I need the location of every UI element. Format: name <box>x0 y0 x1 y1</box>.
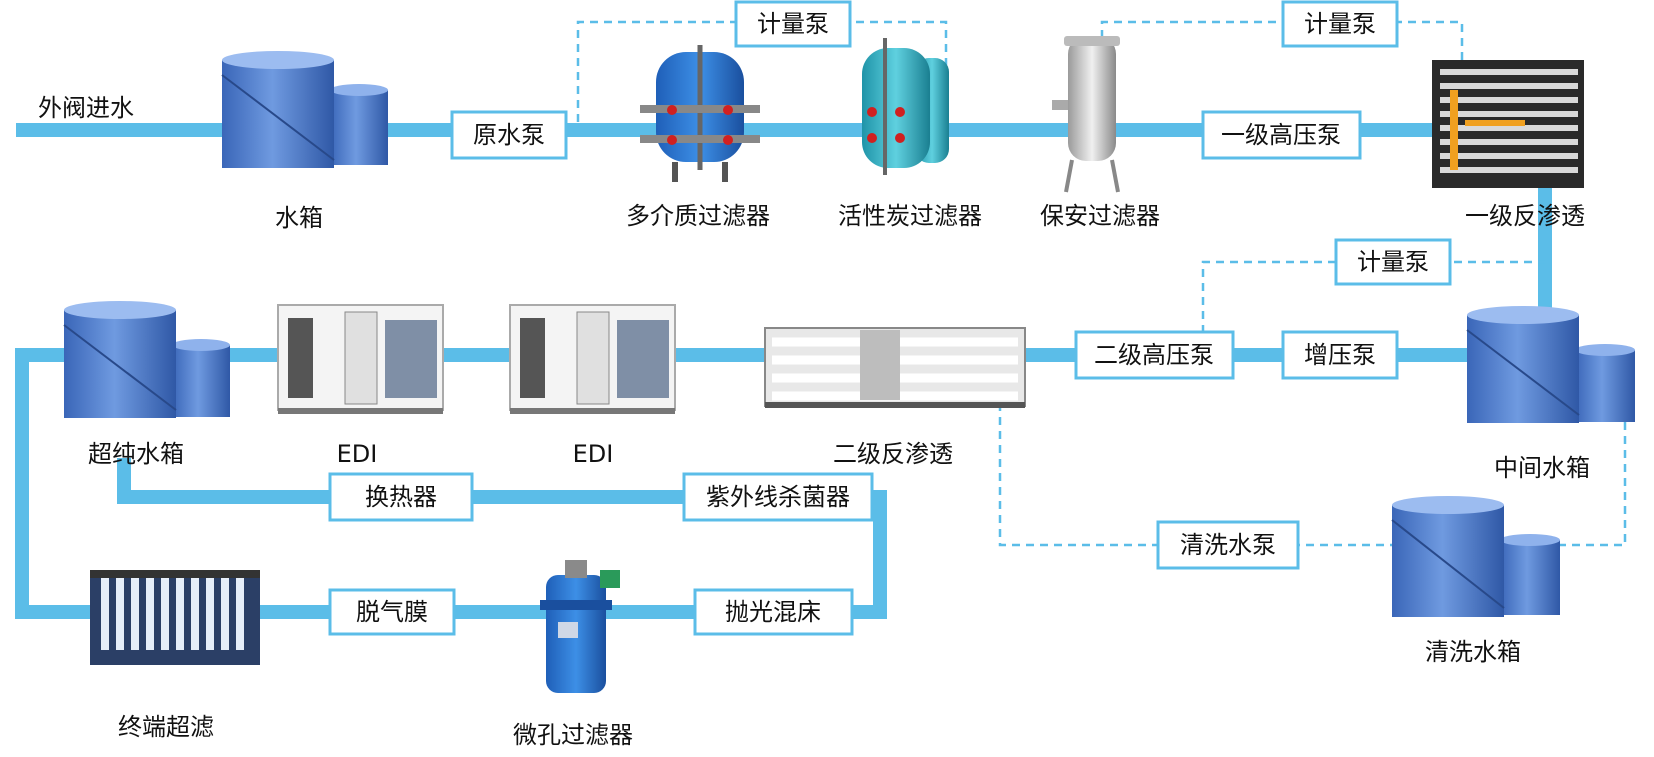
dosing-pump-2-label: 计量泵 <box>1304 10 1376 38</box>
dosing-pump-1-label: 计量泵 <box>757 10 829 38</box>
security-filter-icon <box>1052 36 1120 193</box>
box-dosing-pump-1: 计量泵 <box>734 0 852 48</box>
uv-sterilizer-label: 紫外线杀菌器 <box>706 483 850 511</box>
terminal-uf-label: 终端超滤 <box>118 713 214 741</box>
ro2-label: 二级反渗透 <box>833 440 953 468</box>
security-filter-label: 保安过滤器 <box>1040 202 1160 230</box>
box-hp-pump-1: 一级高压泵 <box>1201 110 1362 160</box>
inlet-label: 外阀进水 <box>38 94 134 122</box>
box-dosing-pump-2: 计量泵 <box>1281 0 1399 48</box>
carbon-filter-icon <box>862 38 949 175</box>
cleaning-loop <box>998 370 1627 547</box>
micro-filter-icon <box>540 560 620 693</box>
water-tank-icon <box>221 51 388 168</box>
pipe-row1 <box>16 123 1552 362</box>
mid-tank-label: 中间水箱 <box>1494 454 1590 482</box>
raw-pump-label: 原水泵 <box>473 121 545 149</box>
mid-tank-icon <box>1466 306 1635 423</box>
pipes <box>15 123 1552 619</box>
water-tank-label: 水箱 <box>275 204 323 232</box>
clean-tank-icon <box>1391 496 1560 617</box>
box-dosing-pump-3: 计量泵 <box>1334 238 1452 286</box>
edi2-label: EDI <box>573 440 614 468</box>
hp-pump-2-label: 二级高压泵 <box>1094 341 1214 369</box>
box-booster-pump: 增压泵 <box>1281 330 1399 380</box>
micro-filter-label: 微孔过滤器 <box>513 721 633 749</box>
heat-exchanger-label: 换热器 <box>365 483 437 511</box>
carbon-filter-label: 活性炭过滤器 <box>838 202 982 230</box>
box-heat-exchanger: 换热器 <box>328 472 474 522</box>
ro2-unit-icon <box>764 327 1026 408</box>
polish-bed-label: 抛光混床 <box>725 598 821 626</box>
dosing-pump-3-label: 计量泵 <box>1357 248 1429 276</box>
pipe-row2 <box>15 348 1000 619</box>
edi2-unit-icon <box>509 304 676 414</box>
ultrapure-tank-label: 超纯水箱 <box>88 440 184 468</box>
edi1-label: EDI <box>337 440 378 468</box>
ro1-unit-icon <box>1432 60 1584 188</box>
clean-tank-label: 清洗水箱 <box>1425 638 1521 666</box>
box-uv-sterilizer: 紫外线杀菌器 <box>682 472 874 522</box>
multi-media-filter-icon <box>640 45 760 182</box>
ro1-label: 一级反渗透 <box>1465 202 1585 230</box>
degas-membrane-label: 脱气膜 <box>356 598 428 626</box>
edi1-unit-icon <box>277 304 444 414</box>
hp-pump-1-label: 一级高压泵 <box>1221 121 1341 149</box>
multi-media-filter-label: 多介质过滤器 <box>626 202 770 230</box>
box-hp-pump-2: 二级高压泵 <box>1074 330 1235 380</box>
box-degas-membrane: 脱气膜 <box>328 588 456 636</box>
box-polish-bed: 抛光混床 <box>693 588 854 636</box>
booster-pump-label: 增压泵 <box>1304 341 1376 369</box>
terminal-uf-icon <box>90 570 260 665</box>
clean-pump-label: 清洗水泵 <box>1180 531 1276 559</box>
box-clean-pump: 清洗水泵 <box>1156 520 1300 570</box>
ultrapure-tank-icon <box>63 301 230 418</box>
box-raw-pump: 原水泵 <box>450 110 568 160</box>
